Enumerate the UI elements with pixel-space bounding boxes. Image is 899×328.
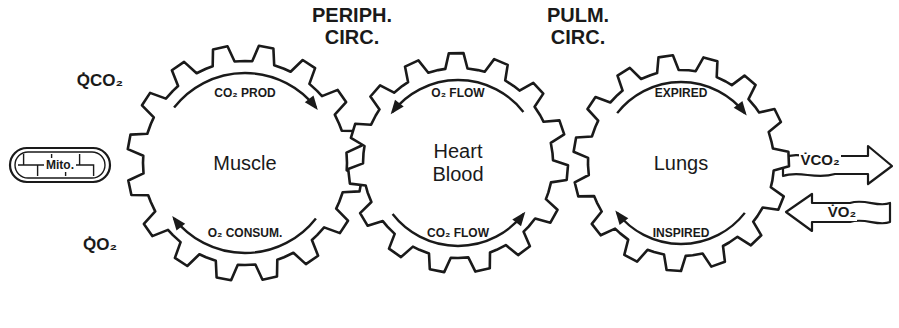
flow-arc: [617, 82, 745, 113]
arrowhead: [734, 101, 747, 115]
flow-arc: [393, 214, 524, 246]
organ-label: Muscle: [189, 152, 301, 175]
arrowhead: [305, 96, 318, 111]
flux-symbol: V̇CO₂: [799, 152, 840, 169]
flow-arc: [393, 80, 524, 112]
flux-symbol: Q̇CO₂: [60, 72, 140, 91]
mito-label: Mito.: [44, 158, 76, 172]
gear-wheel: Lungs EXPIRED INSPIRED: [569, 51, 793, 275]
flux-symbol: Q̇O₂: [60, 236, 140, 255]
organ-label: Lungs: [630, 152, 732, 175]
mitochondrion: Mito.: [8, 146, 112, 184]
circulation-label: PULM. CIRC.: [528, 4, 628, 48]
flow-label: O₂ CONSUM.: [208, 226, 283, 240]
arrowhead: [512, 212, 525, 227]
gear-wheel: Muscle CO₂ PROD O₂ CONSUM.: [123, 41, 367, 285]
flow-label: O₂ FLOW: [431, 86, 484, 100]
arrowhead: [615, 211, 628, 225]
flow-arc: [174, 73, 316, 108]
flow-arc: [617, 213, 745, 244]
inspired-arrow: [786, 194, 890, 231]
flow-label: INSPIRED: [653, 226, 710, 240]
flow-label: CO₂ PROD: [214, 86, 275, 100]
flow-label: CO₂ FLOW: [427, 226, 489, 240]
flux-symbol: V̇O₂: [827, 204, 857, 221]
flow-label: EXPIRED: [655, 86, 708, 100]
flow-arc: [174, 218, 316, 253]
organ-label: Heart Blood: [406, 140, 511, 186]
gear-wheel: Heart Blood O₂ FLOW CO₂ FLOW: [344, 49, 572, 277]
arrowhead: [391, 100, 404, 115]
circulation-label: PERIPH. CIRC.: [297, 4, 407, 48]
arrowhead: [172, 216, 185, 231]
expired-arrow: [783, 146, 892, 184]
